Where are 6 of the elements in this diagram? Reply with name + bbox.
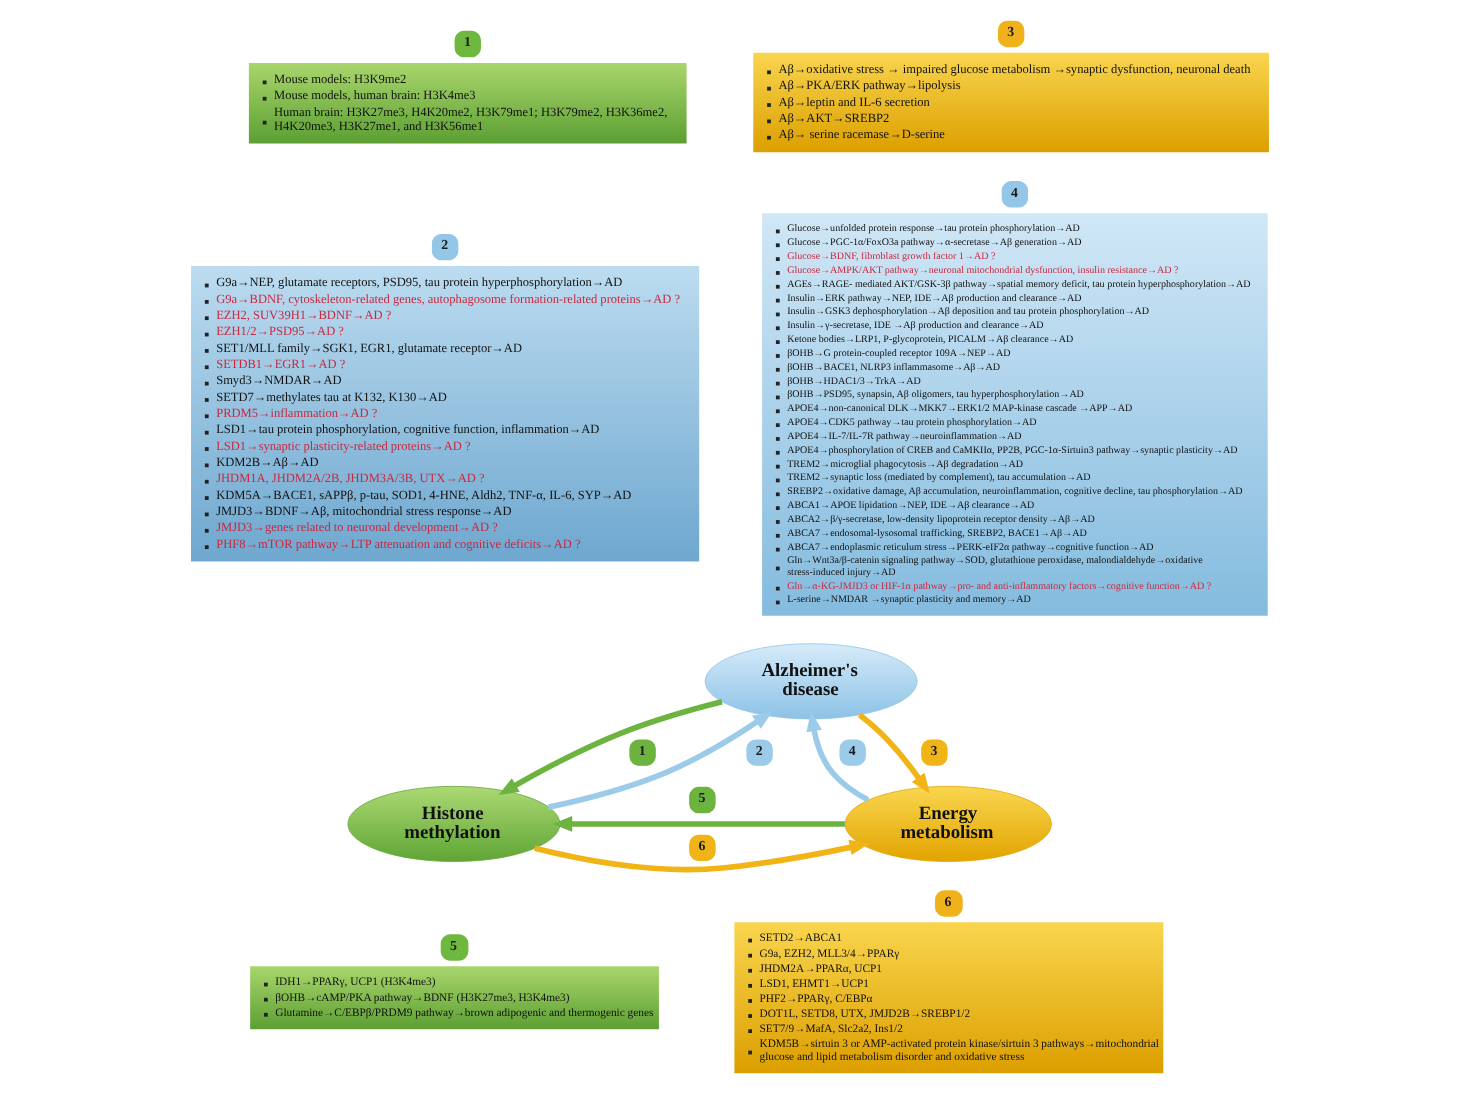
arrow	[856, 712, 929, 794]
arrow	[533, 839, 869, 873]
node-ellipse: Alzheimer's disease	[703, 643, 917, 720]
node-ellipse: Histone methylation	[346, 785, 560, 862]
arrow	[551, 816, 844, 832]
arrow	[497, 698, 722, 796]
